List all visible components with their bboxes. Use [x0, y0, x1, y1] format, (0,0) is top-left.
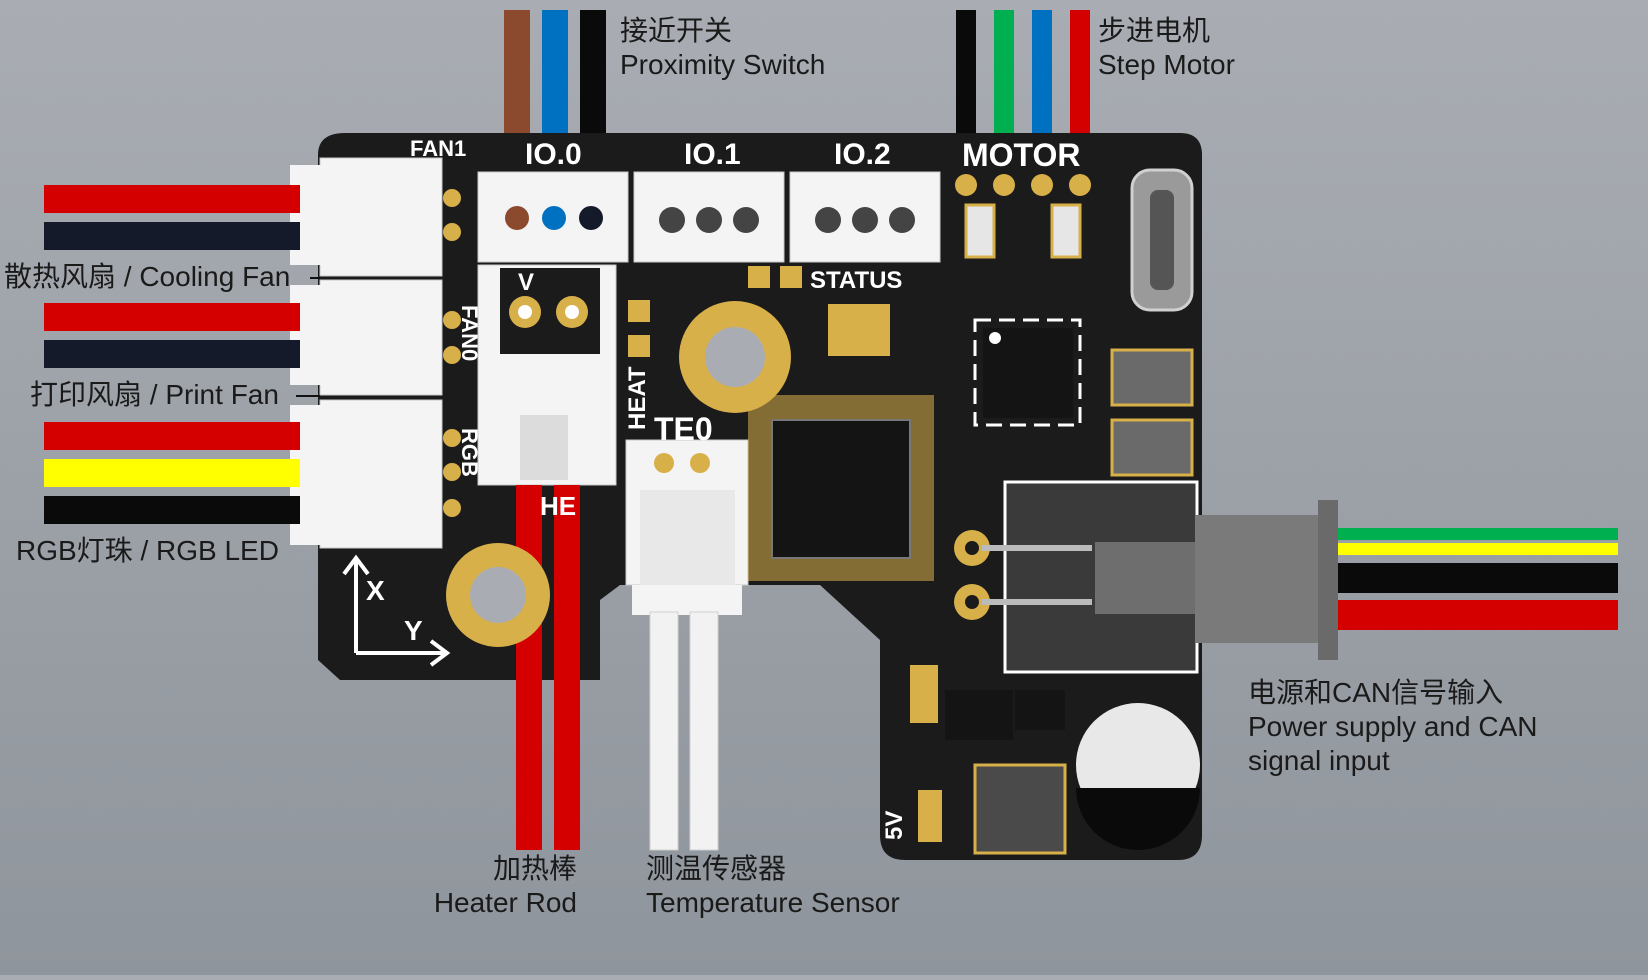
silk-te0: TE0: [654, 411, 713, 447]
callout-rgb-led: RGB灯珠 / RGB LED: [16, 535, 279, 566]
fan1-connector: [319, 157, 443, 277]
power-connector: [954, 480, 1338, 674]
callout-heater-rod: 加热棒 Heater Rod: [425, 852, 577, 920]
rgb-connector: [319, 399, 443, 549]
status-led: [828, 304, 890, 356]
power-wire-green: [1338, 528, 1618, 540]
silk-5v: 5V: [881, 811, 908, 840]
heater-wire-1: [516, 485, 542, 850]
silk-io1: IO.1: [684, 138, 741, 171]
callout-proximity-en: Proximity Switch: [620, 49, 826, 80]
callout-temp-en: Temperature Sensor: [646, 887, 900, 918]
silk-heat: HEAT: [624, 366, 651, 430]
print-fan-wire-red: [44, 303, 300, 331]
callout-motor-zh: 步进电机: [1098, 15, 1211, 46]
callout-temperature-sensor: 测温传感器 Temperature Sensor: [646, 852, 900, 920]
temp-wire-2: [689, 611, 719, 851]
fan0-latch: [290, 285, 324, 385]
rgb-wire-red: [44, 422, 300, 450]
left-connectors: [290, 157, 461, 549]
power-wire-yellow: [1338, 543, 1618, 555]
callout-power-input: 电源和CAN信号输入 Power supply and CAN signal i…: [1248, 676, 1537, 778]
motor-wire-green: [994, 10, 1014, 135]
inductor-2: [1110, 418, 1194, 477]
heater-wire-2: [554, 485, 580, 850]
proximity-wires: [504, 10, 606, 235]
cooling-fan-wire-black: [44, 222, 300, 250]
callout-heater-en: Heater Rod: [433, 887, 577, 918]
callout-cooling-fan: 散热风扇 / Cooling Fan: [4, 261, 291, 292]
print-fan-wire-black: [44, 340, 300, 368]
callout-power-line3: signal input: [1248, 745, 1390, 776]
callout-step-motor: 步进电机 Step Motor: [1098, 14, 1235, 82]
motor-wire-blue: [1032, 10, 1052, 135]
callout-temp-zh: 测温传感器: [646, 853, 787, 884]
silk-v: V: [518, 269, 534, 296]
regulator-chip: [945, 690, 1013, 740]
axis-marker: [342, 554, 451, 667]
silk-he: HE: [540, 491, 576, 521]
silk-motor: MOTOR: [962, 137, 1081, 173]
motor-wire-red: [1070, 10, 1090, 135]
power-wire-red: [1338, 600, 1618, 630]
callout-power-line1: 电源和CAN信号输入: [1248, 677, 1504, 708]
silk-fan0: FAN0: [457, 305, 482, 361]
rgb-wire-black: [44, 496, 300, 524]
driver-outline: [973, 318, 1082, 427]
motor-pins: [955, 174, 1091, 259]
power-wire-black: [1338, 563, 1618, 593]
io-connectors: [477, 171, 941, 263]
motor-wire-black: [956, 10, 976, 135]
rgb-wire-yellow: [44, 459, 300, 487]
silk-axis-y: Y: [404, 615, 423, 646]
usb-port-inner: [1150, 190, 1174, 290]
silk-fan1: FAN1: [410, 136, 466, 161]
leader-lines: [296, 277, 320, 397]
fan0-connector: [319, 279, 443, 396]
callout-power-line2: Power supply and CAN: [1248, 711, 1538, 742]
silk-status: STATUS: [810, 267, 902, 294]
inductor-1: [1110, 348, 1194, 407]
silk-io0: IO.0: [525, 138, 582, 171]
callout-print-fan: 打印风扇 / Print Fan: [30, 379, 279, 410]
motor-wires: [956, 10, 1090, 135]
silk-rgb: RGB: [457, 428, 482, 477]
dcdc-inductor: [973, 763, 1067, 855]
cooling-fan-wire-red: [44, 185, 300, 213]
silk-io2: IO.2: [834, 138, 891, 171]
heater-connector: [477, 264, 617, 486]
callout-proximity-zh: 接近开关: [620, 15, 733, 46]
left-wires: [44, 185, 300, 524]
callout-heater-zh: 加热棒: [492, 853, 577, 884]
callout-proximity-switch: 接近开关 Proximity Switch: [620, 14, 825, 82]
mcu-chip: [748, 395, 934, 581]
silk-axis-x: X: [366, 575, 385, 606]
callout-motor-en: Step Motor: [1098, 49, 1235, 80]
temp-wire-1: [649, 611, 679, 851]
